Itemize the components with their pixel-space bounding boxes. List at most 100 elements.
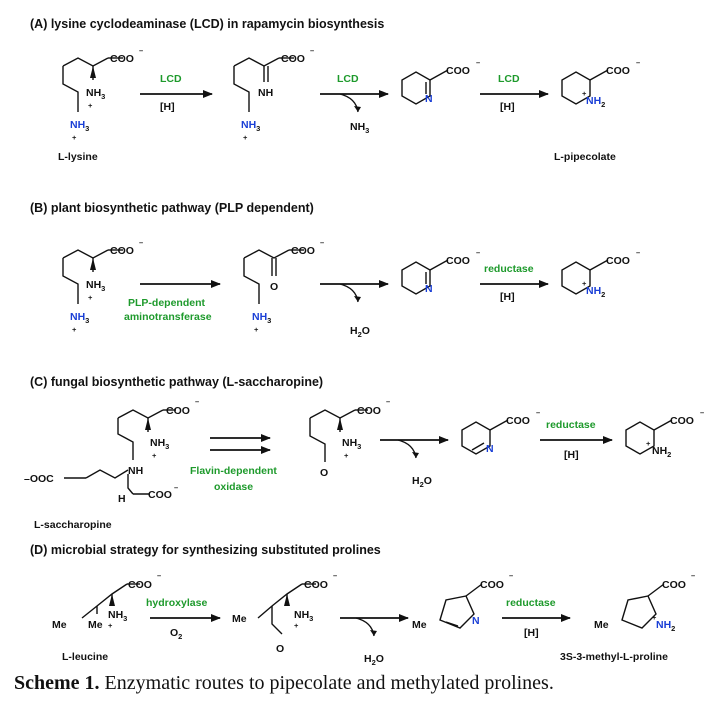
- atom-me-left: Me: [52, 619, 67, 631]
- enzyme-a2: LCD: [337, 73, 359, 85]
- svg-text:–: –: [636, 58, 640, 67]
- section-c-title: (C) fungal biosynthetic pathway (L-sacch…: [30, 375, 323, 389]
- molecule-pyrroline-d: COO – Me N: [412, 571, 513, 631]
- svg-text:+: +: [152, 451, 157, 460]
- enzyme-d3: reductase: [506, 597, 556, 609]
- molecule-cyclic-imine-c: COO – N: [461, 408, 540, 455]
- svg-text:COO: COO: [281, 53, 305, 65]
- svg-text:COO: COO: [357, 405, 381, 417]
- svg-text:O: O: [276, 643, 284, 655]
- section-a: (A) lysine cyclodeaminase (LCD) in rapam…: [30, 17, 640, 163]
- svg-text:+: +: [582, 89, 587, 98]
- molecule-l-pipecolate-c: COO – NH2 +: [625, 408, 704, 459]
- byproduct-h2o-d: H2O: [364, 653, 384, 667]
- byproduct-h2o-b: H2O: [350, 325, 370, 339]
- svg-text:+: +: [652, 613, 657, 622]
- atom-nh-saccharopine: NH: [128, 465, 143, 477]
- ooc-left: –OOC: [24, 473, 54, 485]
- molecule-cyclic-imine-a: COO – N: [401, 58, 480, 105]
- svg-text:+: +: [254, 325, 259, 334]
- svg-text:+: +: [582, 279, 587, 288]
- enzyme-a1: LCD: [160, 73, 182, 85]
- molecule-cyclic-imine-b: COO – N: [401, 248, 480, 295]
- svg-text:–: –: [476, 248, 480, 257]
- molecule-keto-acid-b: COO – O NH3 +: [243, 238, 324, 334]
- svg-text:COO: COO: [148, 489, 172, 501]
- atom-o-aldehyde: O: [320, 467, 328, 479]
- scheme-caption: Scheme 1. Enzymatic routes to pipecolate…: [14, 672, 554, 695]
- svg-text:+: +: [88, 293, 93, 302]
- svg-text:–: –: [139, 46, 143, 55]
- enzyme-c3: reductase: [546, 419, 596, 431]
- svg-text:COO: COO: [291, 245, 315, 257]
- svg-text:COO: COO: [446, 65, 470, 77]
- molecule-imine-a: COO – NH NH3 +: [233, 46, 314, 142]
- svg-text:COO: COO: [670, 415, 694, 427]
- label-l-leucine: L-leucine: [62, 651, 108, 663]
- caption-text: Enzymatic routes to pipecolate and methy…: [99, 672, 554, 694]
- svg-text:Me: Me: [412, 619, 427, 631]
- byproduct-nh3: NH3: [350, 121, 369, 135]
- molecule-l-saccharopine: COO – NH3 + NH COO – H –OOC L-saccharopi…: [24, 397, 199, 531]
- molecule-l-leucine: COO – Me Me NH3 + L-leucine: [52, 571, 161, 663]
- svg-text:NH3: NH3: [252, 311, 271, 325]
- molecule-l-lysine-b: COO – NH3 + NH3 +: [62, 238, 143, 334]
- svg-text:NH2: NH2: [652, 445, 671, 459]
- svg-text:+: +: [108, 621, 113, 630]
- svg-text:NH3: NH3: [86, 279, 105, 293]
- svg-text:Me: Me: [594, 619, 609, 631]
- enzyme-a3: LCD: [498, 73, 520, 85]
- svg-text:NH3: NH3: [342, 437, 361, 451]
- svg-text:COO: COO: [506, 415, 530, 427]
- svg-text:NH3: NH3: [241, 119, 260, 133]
- svg-text:–: –: [636, 248, 640, 257]
- enzyme-c1-line1: Flavin-dependent: [190, 465, 277, 477]
- svg-text:+: +: [243, 133, 248, 142]
- atom-nh3-side: NH3: [70, 119, 89, 133]
- svg-text:COO: COO: [662, 579, 686, 591]
- section-a-title: (A) lysine cyclodeaminase (LCD) in rapam…: [30, 17, 384, 31]
- molecule-methyl-proline: COO – Me NH2 + 3S-3-methyl-L-proline: [560, 571, 695, 663]
- cond-c3: [H]: [564, 449, 579, 461]
- svg-text:NH2: NH2: [656, 619, 675, 633]
- svg-text:–: –: [476, 58, 480, 67]
- svg-text:COO: COO: [128, 579, 152, 591]
- svg-text:NH3: NH3: [150, 437, 169, 451]
- svg-text:N: N: [486, 443, 494, 455]
- svg-text:Me: Me: [232, 613, 247, 625]
- caption-label: Scheme 1.: [14, 672, 100, 694]
- section-b-title: (B) plant biosynthetic pathway (PLP depe…: [30, 201, 314, 215]
- svg-text:+: +: [72, 325, 77, 334]
- section-d: (D) microbial strategy for synthesizing …: [30, 543, 695, 667]
- molecule-aldehyde-d: COO – Me NH3 + O: [232, 571, 337, 655]
- atom-o-keto: O: [270, 281, 278, 293]
- svg-text:–: –: [310, 46, 314, 55]
- svg-text:–: –: [320, 238, 324, 247]
- svg-text:N: N: [472, 615, 480, 627]
- enzyme-c1-line2: oxidase: [214, 481, 253, 493]
- section-d-title: (D) microbial strategy for synthesizing …: [30, 543, 381, 557]
- molecule-l-lysine-a: COO – NH3 + NH3 + L-lysine: [58, 46, 143, 163]
- svg-text:+: +: [294, 621, 299, 630]
- section-b: (B) plant biosynthetic pathway (PLP depe…: [30, 201, 640, 339]
- svg-text:NH3: NH3: [294, 609, 313, 623]
- svg-text:NH3: NH3: [108, 609, 127, 623]
- molecule-l-pipecolate-a: COO – NH2 + L-pipecolate: [554, 58, 640, 163]
- cond-d3: [H]: [524, 627, 539, 639]
- svg-text:COO: COO: [166, 405, 190, 417]
- svg-text:NH2: NH2: [586, 285, 605, 299]
- svg-text:COO: COO: [110, 245, 134, 257]
- svg-text:COO: COO: [304, 579, 328, 591]
- svg-text:COO: COO: [606, 255, 630, 267]
- svg-text:NH2: NH2: [586, 95, 605, 109]
- atom-nh3: NH3: [86, 87, 105, 101]
- atom-me-right: Me: [88, 619, 103, 631]
- atom-nh-imine: NH: [258, 87, 273, 99]
- cond-a3: [H]: [500, 101, 515, 113]
- svg-text:–: –: [700, 408, 704, 417]
- svg-text:–: –: [509, 571, 513, 580]
- label-l-saccharopine: L-saccharopine: [34, 519, 112, 531]
- svg-text:NH3: NH3: [70, 311, 89, 325]
- enzyme-b3: reductase: [484, 263, 534, 275]
